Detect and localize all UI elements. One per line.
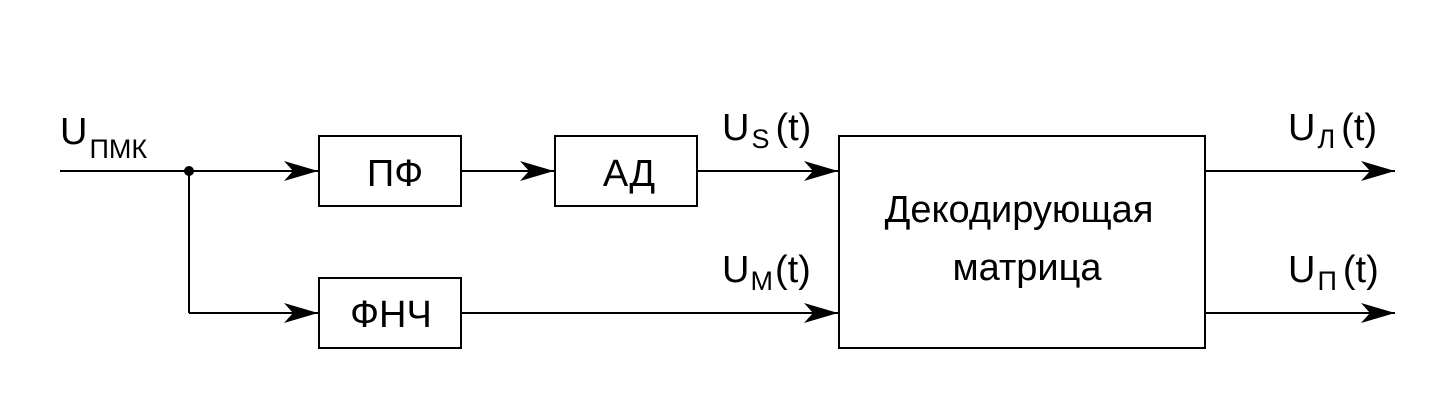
up-signal-label: UП(t) — [1288, 249, 1379, 296]
us-signal-subscript: S — [751, 124, 769, 154]
input-signal-base: U — [60, 111, 87, 153]
bandpass-filter-label: ПФ — [367, 153, 423, 195]
um-signal-subscript: M — [750, 266, 773, 296]
us-signal-base: U — [722, 107, 749, 149]
amplitude-detector-label: АД — [603, 153, 656, 195]
lowpass-filter-block — [318, 277, 462, 349]
decoder-matrix-label-line2: матрица — [952, 247, 1102, 289]
decoder-matrix-block — [838, 135, 1206, 349]
ul-signal-base: U — [1288, 107, 1315, 149]
um-signal-label: UM(t) — [722, 249, 811, 296]
um-signal-suffix: (t) — [775, 249, 811, 291]
um-signal-base: U — [722, 249, 749, 291]
amplitude-detector-block — [554, 135, 698, 207]
ul-signal-subscript: Л — [1317, 124, 1335, 154]
input-signal-label: UПМК — [60, 111, 147, 164]
up-signal-base: U — [1288, 249, 1315, 291]
lowpass-filter-label: ФНЧ — [350, 294, 432, 336]
us-signal-suffix: (t) — [775, 107, 811, 149]
up-signal-suffix: (t) — [1343, 249, 1379, 291]
input-signal-subscript: ПМК — [89, 134, 147, 164]
ul-signal-suffix: (t) — [1341, 107, 1377, 149]
up-signal-subscript: П — [1317, 266, 1336, 296]
us-signal-label: US(t) — [722, 107, 811, 154]
ul-signal-label: UЛ(t) — [1288, 107, 1377, 154]
decoder-matrix-label-line1: Декодирующая — [885, 189, 1154, 231]
bandpass-filter-block — [318, 135, 462, 207]
